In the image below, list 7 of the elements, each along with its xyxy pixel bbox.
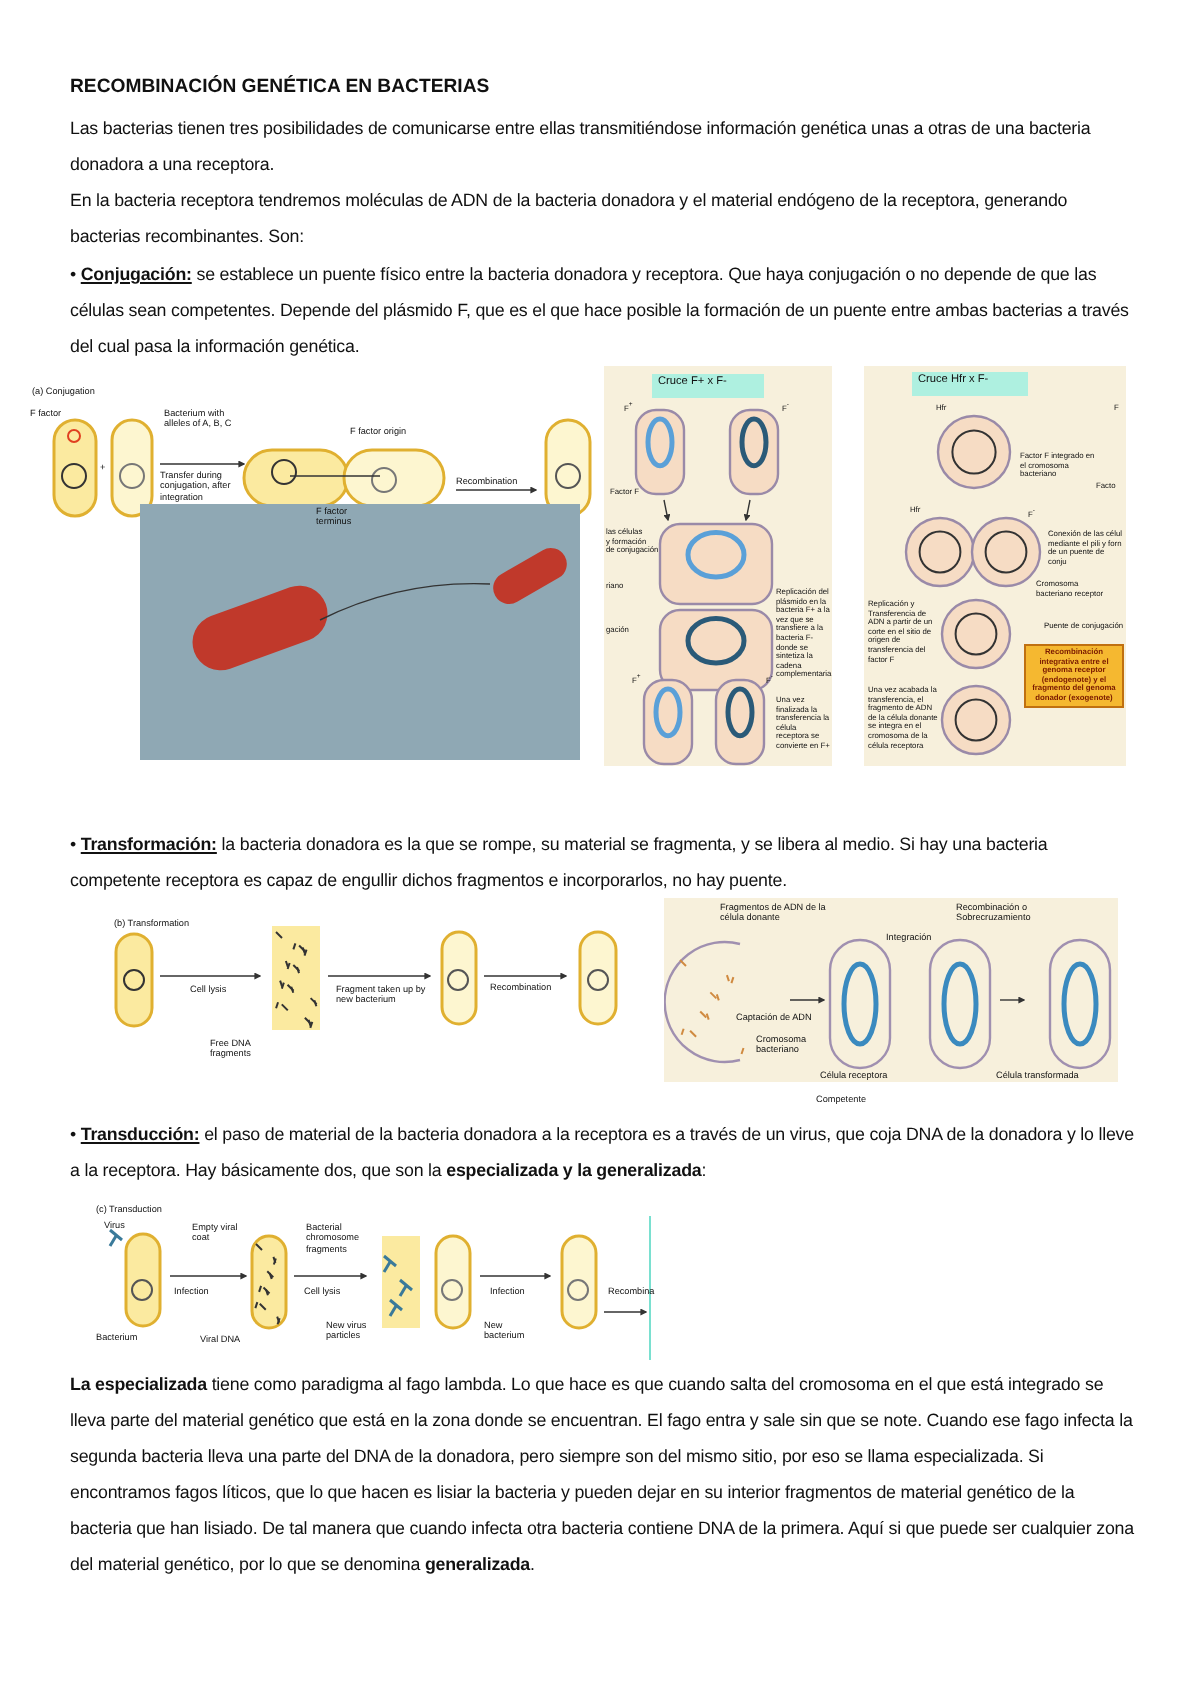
- paragraph: En la bacteria receptora tendremos moléculas de ADN de la bacteria donadora y el material endógeno de la receptora, generando bacterias recombinantes. Son:: [70, 188, 1070, 250]
- paragraph: La especializada tiene como paradigma al fago lambda. Lo que hace es que cuando salta del cromosoma en el que está integrado se lleva parte del material genético que está en la zona donde se encuentran. El fago entra y sale sin que se note. Cuando ese fago infecta la segunda bacteria lleva una parte del DNA de la donadora, pero siempre son del mismo sitio, por eso se llama especializada. Si encontramos fagos líticos, que lo que hacen es lisiar la bacteria y pueden dejar en su interior fragmentos de material genético de la bacteria que han lisiado. De tal manera que cuando infecta otra bacteria contiene DNA de la primera. Aquí si que puede ser cualquier zona del material genético, por lo que se denomina generalizada.: [70, 1372, 1134, 1578]
- page-title: RECOMBINACIÓN GENÉTICA EN BACTERIAS: [70, 76, 490, 98]
- paragraph: • Conjugación: se establece un puente físico entre la bacteria donadora y receptora. Que haya conjugación o no depende de que las células sean competentes. Depende del plásmido F, que es el que hace posible la formación de un puente entre ambas bacterias a través del cual pasa la información genética.: [70, 262, 1131, 360]
- paragraph: • Transformación: la bacteria donadora es la que se rompe, su material se fragmenta, y se libera al medio. Si hay una bacteria competente receptora es capaz de engullir dichos fragmentos e incorporarlos, no hay puente.: [70, 832, 1050, 894]
- paragraph: Las bacterias tienen tres posibilidades de comunicarse entre ellas transmitiéndose información genética unas a otras de una bacteria donadora a una receptora.: [70, 116, 1093, 178]
- paragraph: • Transducción: el paso de material de la bacteria donadora a la receptora es a través de un virus, que coja DNA de la donadora y lo lleve a la receptora. Hay básicamente dos, que son la especializada y la generalizada:: [70, 1122, 1134, 1184]
